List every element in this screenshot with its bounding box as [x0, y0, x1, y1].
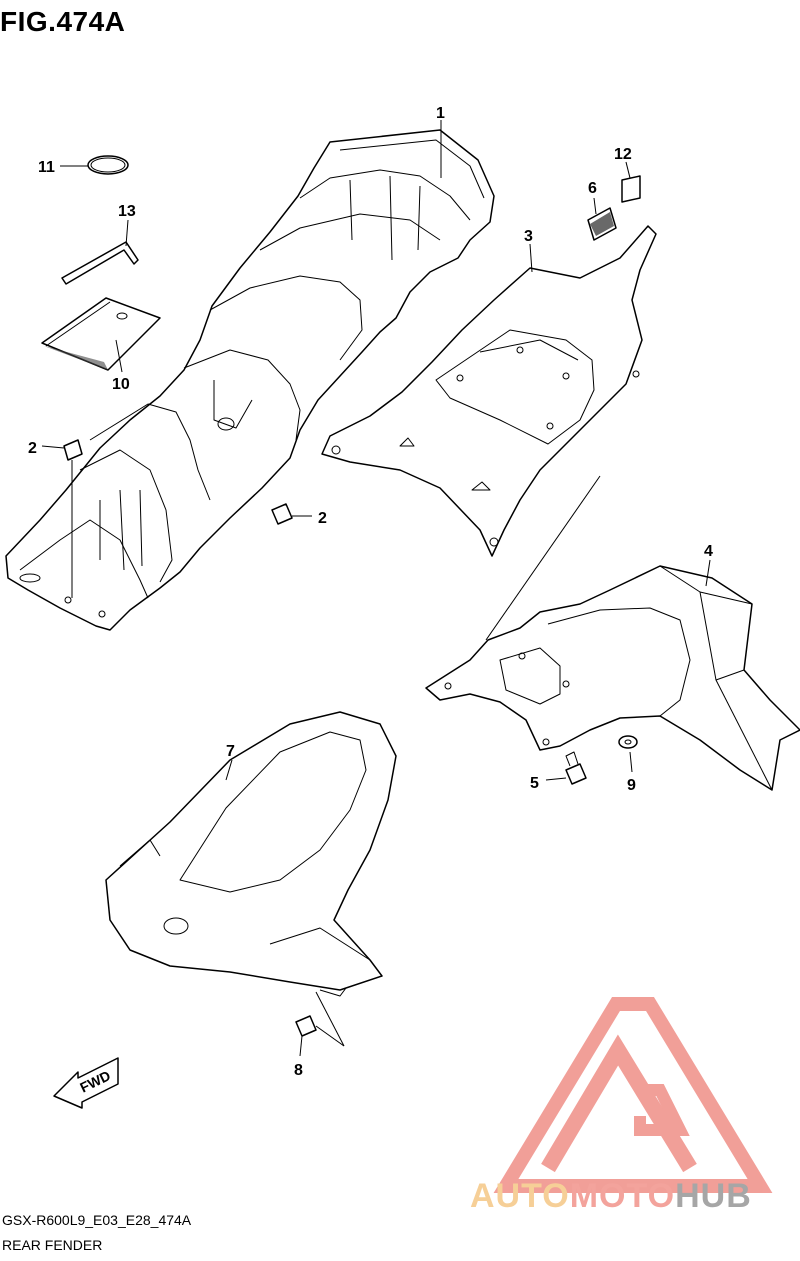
- callout-2-right: 2: [318, 510, 327, 527]
- callout-13: 13: [118, 203, 136, 220]
- part-11-ring[interactable]: [87, 155, 129, 175]
- callout-9: 9: [627, 777, 636, 794]
- part-3-inner-panel[interactable]: [321, 225, 657, 557]
- watermark-auto: AUTO: [470, 1177, 570, 1215]
- part-6-cushion[interactable]: [587, 207, 617, 241]
- callout-8: 8: [294, 1062, 303, 1079]
- callout-12: 12: [614, 146, 632, 163]
- figure-title: FIG.474A: [0, 6, 126, 37]
- part-10-pad[interactable]: [41, 297, 161, 371]
- callout-1: 1: [436, 105, 445, 122]
- automotohub-watermark: AUTOMOTOHUB: [470, 1177, 752, 1216]
- callout-numbers: 1 11 13 10 2 2 3 6 12 4 5 9 7 8: [28, 105, 713, 1079]
- part-1-rear-fender[interactable]: [5, 129, 495, 631]
- watermark-moto: MOTO: [569, 1177, 676, 1215]
- callout-2-left: 2: [28, 440, 37, 457]
- forward-direction-arrow: FWD: [53, 1057, 119, 1109]
- part-13-hex-wrench[interactable]: [61, 241, 139, 285]
- callout-11: 11: [38, 159, 55, 176]
- automotohub-logo-mark: [493, 997, 773, 1193]
- part-9-washer[interactable]: [618, 735, 638, 749]
- part-12-label[interactable]: [621, 175, 641, 203]
- callout-5: 5: [530, 775, 539, 792]
- callout-7: 7: [226, 743, 235, 760]
- callout-10: 10: [112, 376, 130, 393]
- part-2-bolt-left[interactable]: [63, 439, 83, 598]
- leader-lines: [41, 120, 711, 1057]
- callout-3: 3: [524, 228, 533, 245]
- callout-6: 6: [588, 180, 597, 197]
- part-8-bolt[interactable]: [295, 1015, 317, 1037]
- part-7-front-fender[interactable]: [105, 711, 397, 997]
- part-2-bolt-right[interactable]: [271, 503, 293, 525]
- callout-4: 4: [704, 543, 713, 560]
- part-4-rear-hugger[interactable]: [425, 565, 800, 791]
- watermark-hub: HUB: [675, 1177, 752, 1215]
- figure-code: GSX-R600L9_E03_E28_474A: [2, 1212, 192, 1228]
- part-5-bolt[interactable]: [565, 751, 587, 785]
- figure-name: REAR FENDER: [2, 1237, 103, 1253]
